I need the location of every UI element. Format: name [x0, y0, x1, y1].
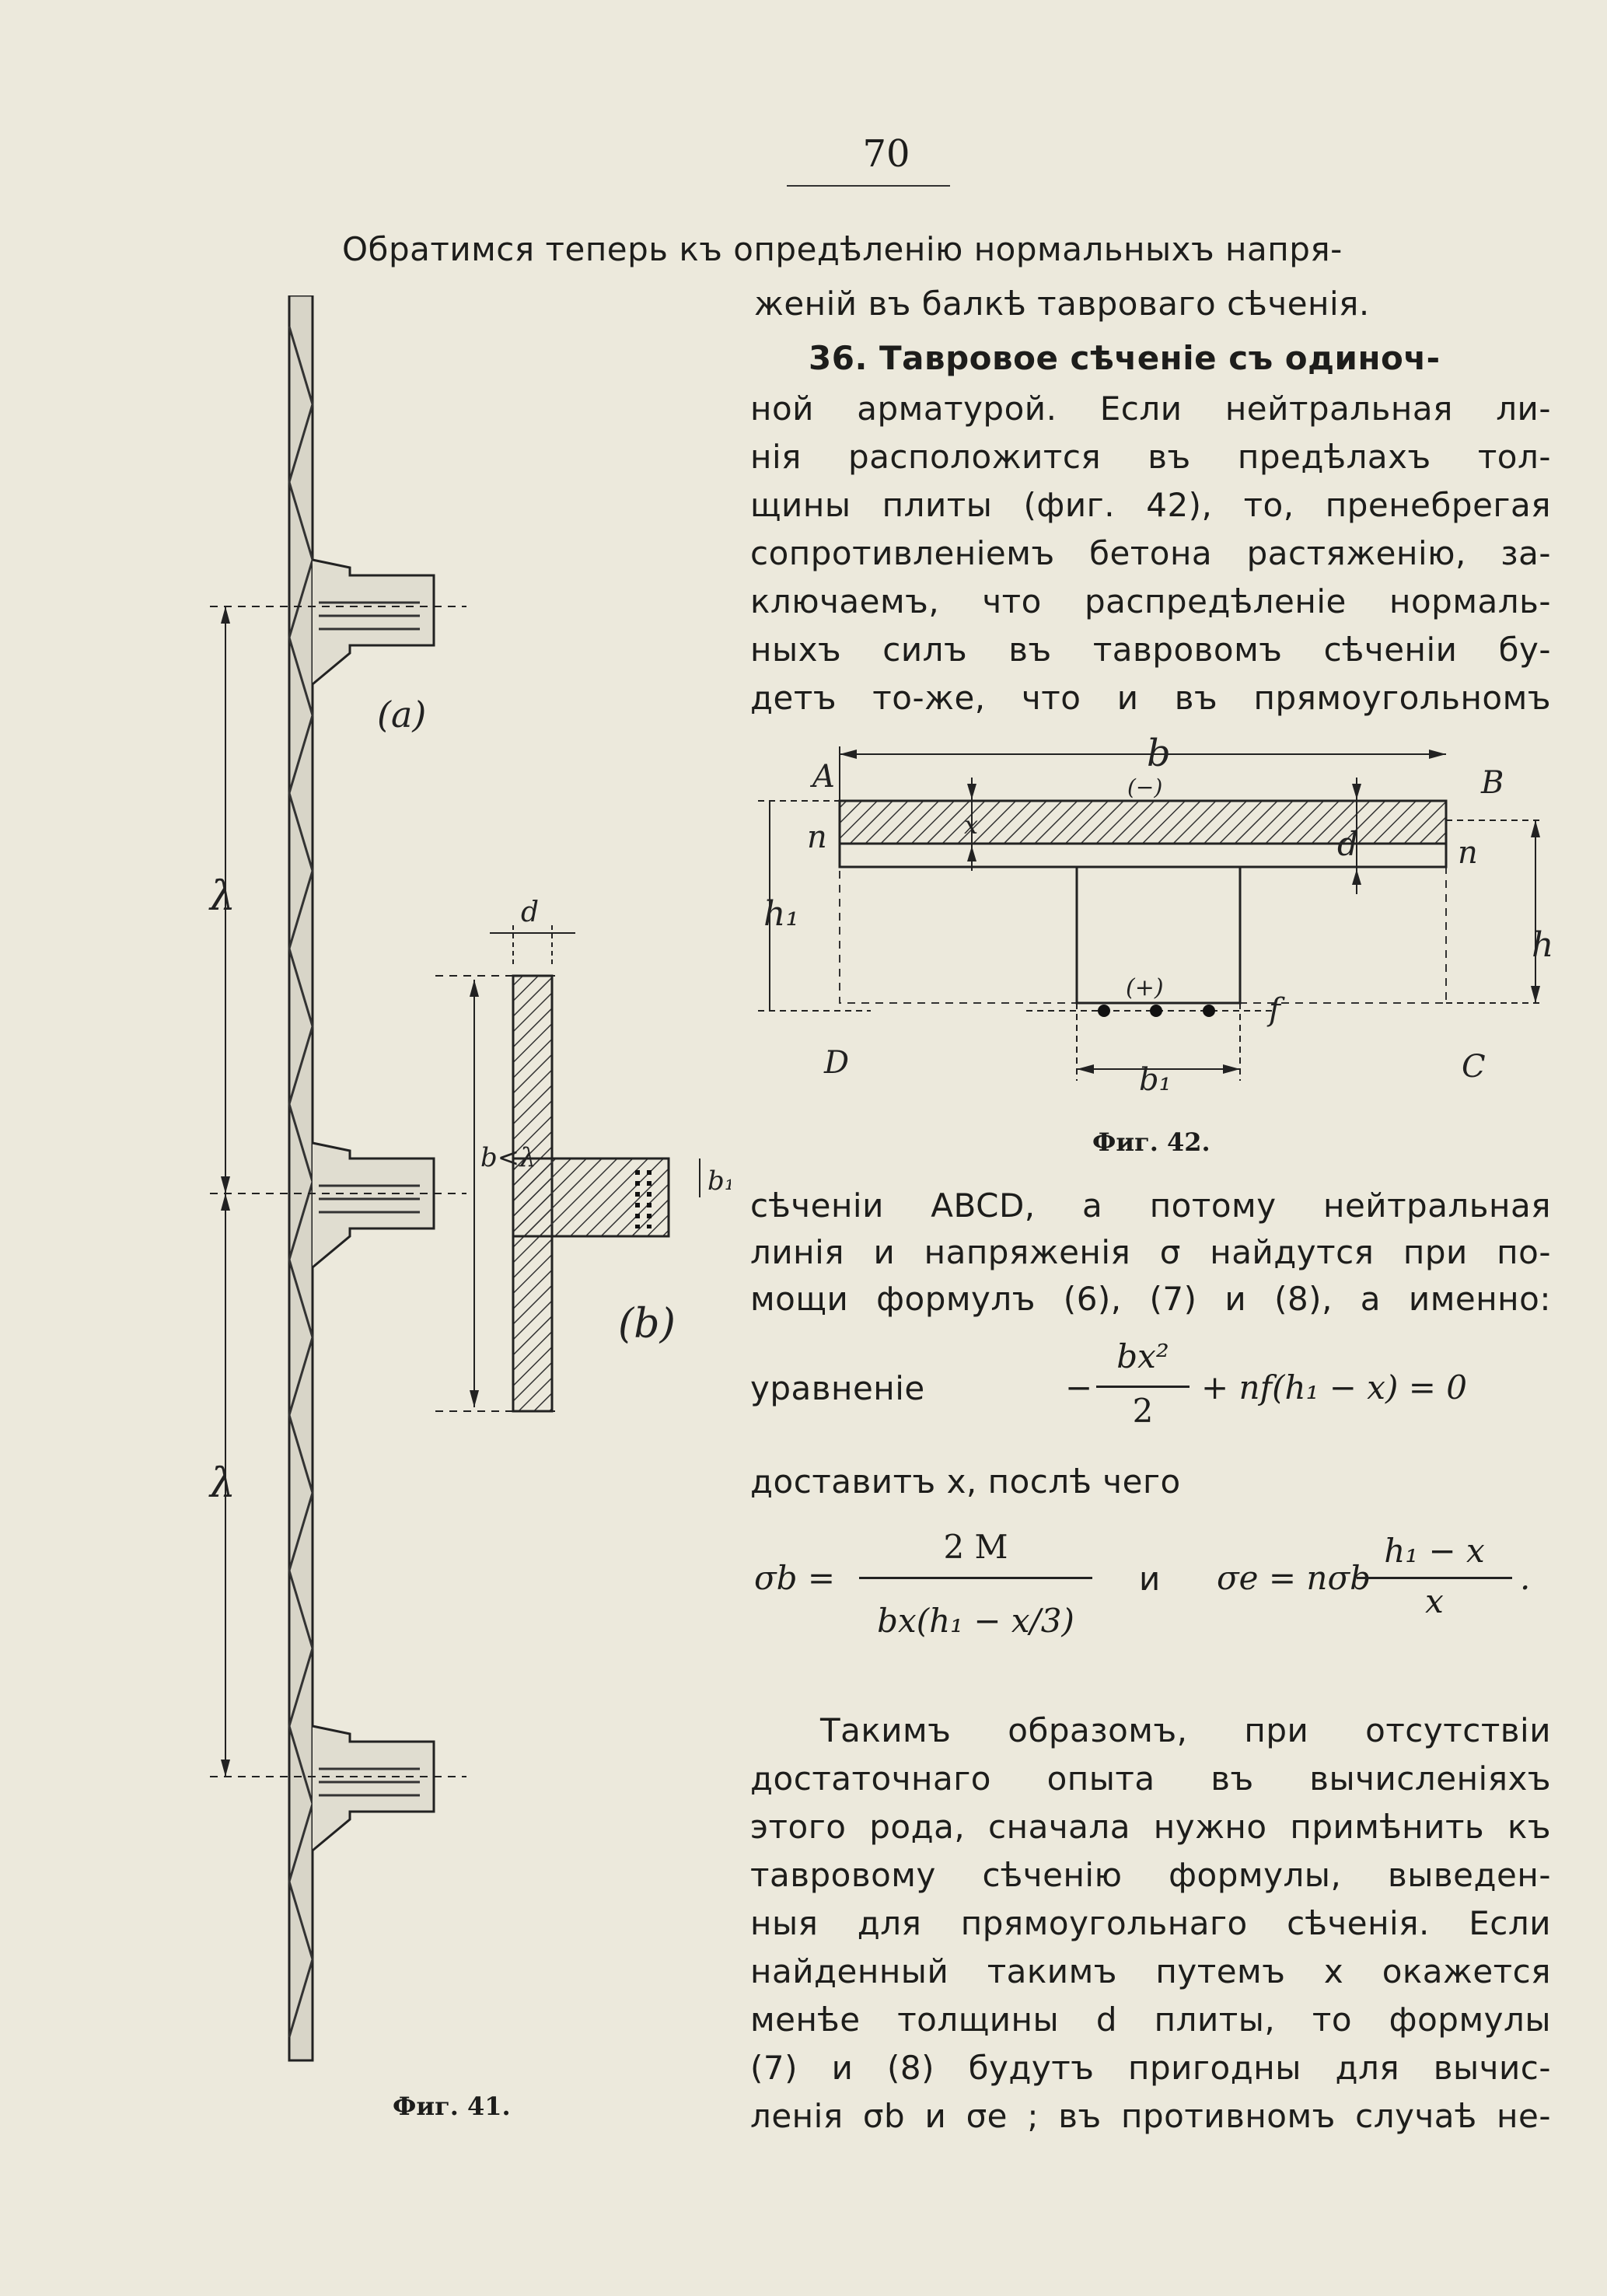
section-heading: 36. Тавровое сѣченіе съ одиноч-: [809, 339, 1441, 377]
equation-2-conj: и: [1139, 1560, 1161, 1598]
section-line-4: сопротивленіемъ бетона растяженію, за-: [750, 534, 1551, 572]
equation-2-fraction-bar: [859, 1577, 1092, 1579]
equation-2-rhs-lhs: σe = nσb: [1217, 1559, 1371, 1597]
label-B: B: [1480, 765, 1504, 801]
label-b-lt-lambda: b<λ: [480, 1142, 536, 1173]
paragraph-1-line-2: женій въ балкѣ тавроваго сѣченія.: [754, 285, 1370, 323]
paragraph-2-line-1: сѣченіи ABCD, а потому нейтральная: [750, 1186, 1551, 1225]
rebar-1: [1098, 1005, 1110, 1017]
paragraph-3-line-7: менѣе толщины d плиты, то формулы: [750, 2001, 1551, 2039]
equation-2-dot: .: [1520, 1559, 1531, 1597]
paragraph-3-line-8: (7) и (8) будутъ пригодны для вычис-: [750, 2049, 1551, 2087]
equation-1-rest: + nf(h₁ − x) = 0: [1201, 1368, 1467, 1407]
paragraph-1-line-1: Обратимся теперь къ опредѣленію нормальн…: [342, 230, 1343, 268]
figure-42: A B C D b (−) (+) b₁ d h h₁ n n x f: [758, 732, 1553, 1098]
label-n-right: n: [1458, 835, 1478, 871]
equation-1-word: уравненіе: [750, 1369, 925, 1407]
label-minus: (−): [1127, 774, 1162, 800]
rebar-2: [1150, 1005, 1162, 1017]
label-x: x: [964, 810, 978, 840]
label-D: D: [823, 1045, 849, 1081]
paragraph-2-line-3: мощи формулъ (6), (7) и (8), а именно:: [750, 1280, 1551, 1318]
label-b1: b₁: [1139, 1062, 1172, 1098]
fig42-caption: Фиг. 42.: [1092, 1127, 1210, 1157]
equation-2-rhs-fraction-bar: [1357, 1577, 1512, 1579]
paragraph-2-line-2: линія и напряженія σ найдутся при по-: [750, 1233, 1551, 1271]
label-b1: b₁: [707, 1165, 731, 1197]
section-line-2: нія расположится въ предѣлахъ тол-: [750, 438, 1551, 476]
label-view-b: (b): [618, 1301, 676, 1347]
paragraph-3-line-3: этого рода, сначала нужно примѣнить къ: [750, 1808, 1551, 1846]
rib-1: [312, 558, 435, 686]
label-lambda-top: λ: [208, 873, 236, 920]
label-b: b: [1147, 732, 1171, 775]
paragraph-3-line-5: ныя для прямоугольнаго сѣченія. Если: [750, 1904, 1551, 1942]
rebar-3: [1203, 1005, 1215, 1017]
label-d: d: [1337, 825, 1358, 863]
paragraph-3-line-2: достаточнаго опыта въ вычисленіяхъ: [750, 1760, 1551, 1798]
page-number: 70: [862, 132, 910, 176]
label-h: h: [1532, 925, 1553, 965]
label-lambda-bottom: λ: [208, 1460, 236, 1507]
fig41-caption: Фиг. 41.: [393, 2092, 511, 2121]
equation-2-denominator: bx(h₁ − x/3): [877, 1602, 1074, 1640]
rib-2: [312, 1141, 435, 1269]
equation-2-rhs-numerator: h₁ − x: [1384, 1532, 1485, 1570]
dostavit-line: доставитъ x, послѣ чего: [750, 1463, 1181, 1501]
paragraph-3-line-6: найденный такимъ путемъ x окажется: [750, 1952, 1551, 1990]
label-f: f: [1266, 992, 1285, 1028]
view-b-rib: [512, 1157, 670, 1238]
equation-2-numerator: 2 M: [943, 1528, 1008, 1566]
label-A: A: [809, 759, 835, 795]
equation-2-lhs: σb =: [754, 1559, 836, 1597]
page-number-rule: [787, 185, 950, 187]
paragraph-3-line-9: ленія σb и σe ; въ противномъ случаѣ не-: [750, 2097, 1551, 2135]
equation-1-denominator: 2: [1132, 1392, 1154, 1430]
label-d: d: [521, 896, 539, 928]
equation-1-numerator: bx²: [1116, 1337, 1169, 1375]
label-plus: (+): [1126, 974, 1164, 1001]
rib-3: [312, 1725, 435, 1852]
equation-1-minus: −: [1065, 1368, 1093, 1407]
slab-outline: [838, 799, 1448, 868]
paragraph-3-line-1: Такимъ образомъ, при отсутствіи: [820, 1711, 1551, 1749]
label-C: C: [1462, 1049, 1486, 1085]
section-line-3: щины плиты (фиг. 42), то, пренебрегая: [750, 486, 1551, 524]
section-line-1: ной арматурой. Если нейтральная ли-: [750, 390, 1551, 428]
section-line-5: ключаемъ, что распредѣленіе нормаль-: [750, 582, 1551, 620]
section-line-6: ныхъ силъ въ тавровомъ сѣченіи бу-: [750, 631, 1551, 669]
equation-1-fraction-bar: [1096, 1386, 1190, 1388]
label-n-left: n: [807, 820, 827, 855]
section-line-7: детъ то-же, что и въ прямоугольномъ: [750, 679, 1551, 717]
label-h1: h₁: [763, 894, 799, 934]
web-outline: [1075, 867, 1242, 1005]
equation-2-rhs-denominator: x: [1425, 1582, 1444, 1620]
label-view-a: (a): [377, 694, 426, 736]
paragraph-3-line-4: тавровому сѣченію формулы, выведен-: [750, 1856, 1551, 1894]
figure-41: (a) (b) λ λ d b<λ b₁: [208, 295, 731, 2062]
